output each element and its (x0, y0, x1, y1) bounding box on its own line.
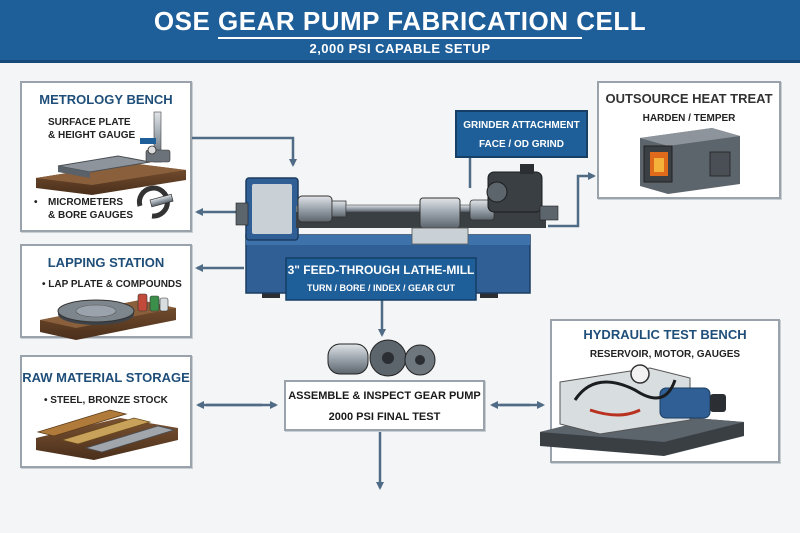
micrometer-icon (136, 185, 174, 219)
lap-plate-illustration (40, 293, 176, 340)
metrology-line-4: & BORE GAUGES (48, 210, 134, 221)
page-title: OSE GEAR PUMP FABRICATION CELL (153, 6, 647, 36)
lathe-label-plate (285, 257, 477, 301)
raw-material-title: RAW MATERIAL STORAGE (22, 370, 190, 385)
metrology-line-2: & HEIGHT GAUGE (48, 130, 136, 141)
assemble-panel: ASSEMBLE & INSPECT GEAR PUMP 2000 PSI FI… (284, 380, 485, 431)
lathe-title: 3" FEED-THROUGH LATHE-MILL (287, 263, 475, 277)
hydraulic-test-title: HYDRAULIC TEST BENCH (583, 327, 747, 342)
assemble-line-2: 2000 PSI FINAL TEST (328, 411, 441, 423)
assemble-line-1: ASSEMBLE & INSPECT GEAR PUMP (288, 390, 481, 402)
lapping-station-title: LAPPING STATION (47, 255, 165, 270)
arrow-lathe-to-heat-treat (548, 172, 596, 228)
arrow-metrology-to-lathe (192, 136, 297, 167)
lapping-station-item: • LAP PLATE & COMPOUNDS (42, 279, 182, 290)
surface-plate-illustration (36, 111, 186, 195)
metrology-bench-title: METROLOGY BENCH (39, 92, 173, 107)
gear-pump-parts-illustration (327, 339, 436, 377)
title-underline (218, 37, 582, 39)
metrology-bullet: • (34, 197, 38, 208)
header-bar: OSE GEAR PUMP FABRICATION CELL 2,000 PSI… (0, 0, 800, 63)
metrology-line-3: MICROMETERS (48, 197, 123, 208)
heat-treat-sub: HARDEN / TEMPER (642, 113, 736, 124)
metrology-bench-panel: METROLOGY BENCH SURFACE PLATE & HEIGHT G… (20, 81, 192, 232)
metrology-line-1: SURFACE PLATE (48, 117, 131, 128)
page-subtitle: 2,000 PSI CAPABLE SETUP (309, 41, 491, 56)
grinder-line-1: GRINDER ATTACHMENT (463, 120, 580, 131)
furnace-illustration (640, 128, 740, 194)
raw-material-item: • STEEL, BRONZE STOCK (44, 395, 168, 406)
stock-bars-illustration (36, 409, 178, 460)
heat-treat-title: OUTSOURCE HEAT TREAT (605, 91, 773, 106)
grinder-line-2: FACE / OD GRIND (478, 139, 564, 150)
hydraulic-test-sub: RESERVOIR, MOTOR, GAUGES (589, 349, 741, 360)
hydraulic-bench-illustration (540, 364, 744, 456)
grinder-attachment-callout: GRINDER ATTACHMENT FACE / OD GRIND (455, 110, 588, 158)
lathe-sub: TURN / BORE / INDEX / GEAR CUT (306, 283, 455, 293)
